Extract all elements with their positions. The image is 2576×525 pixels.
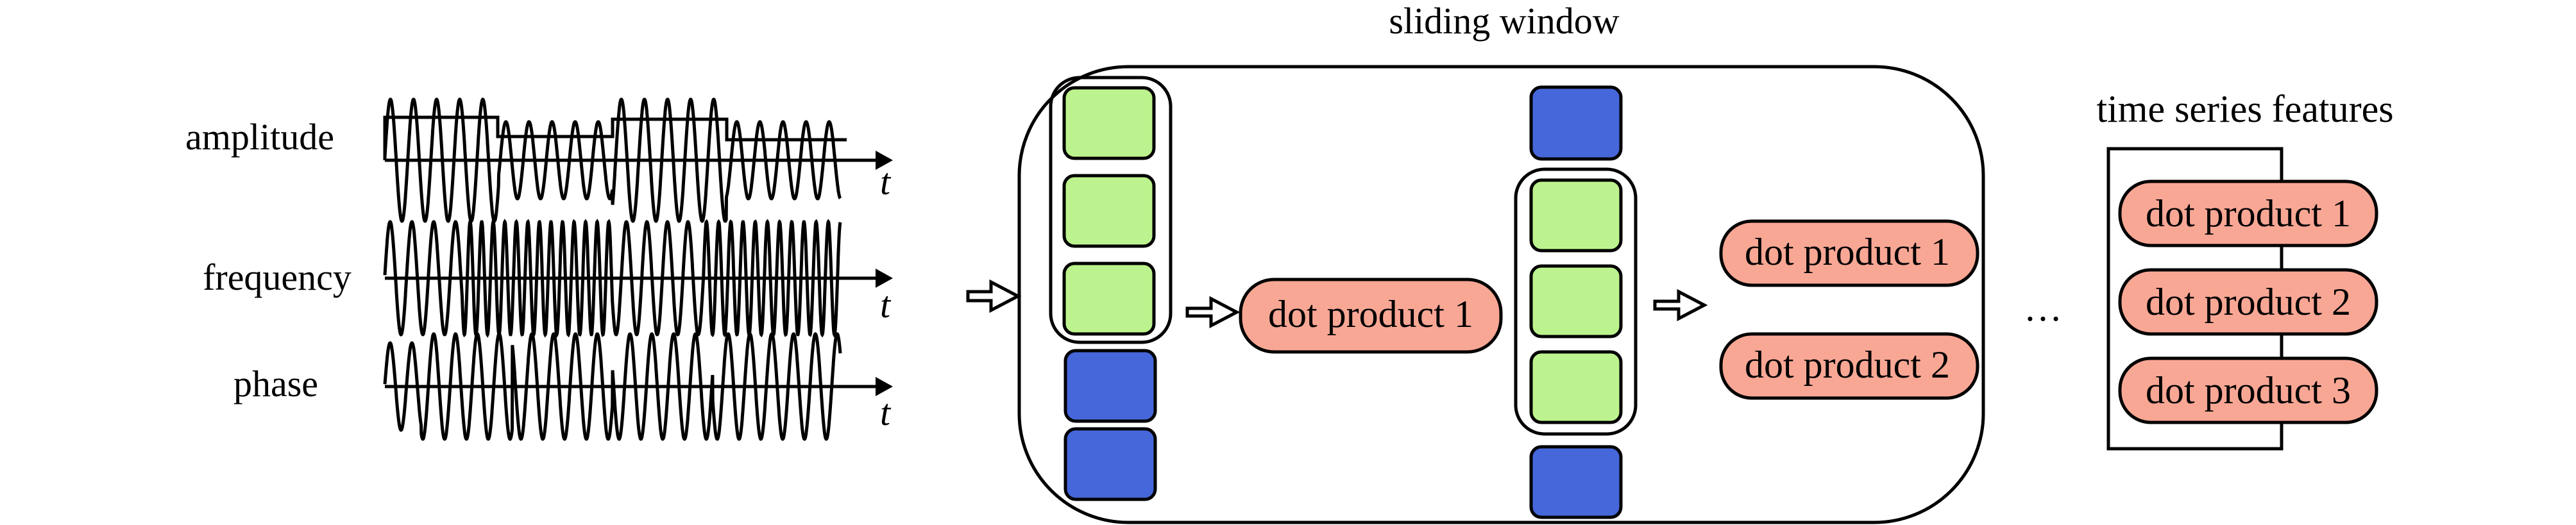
feature-item: dot product 1	[2118, 179, 2378, 247]
feature-label: dot product 3	[2146, 369, 2351, 412]
dot-product-step1: dot product 1	[1239, 278, 1503, 354]
step1-cells	[1062, 86, 1157, 501]
arrow-icon-input	[966, 279, 1022, 313]
dot-product-box	[2118, 268, 2378, 336]
feature-label: dot product 2	[2146, 281, 2351, 323]
axis-label-t-frequency: t	[880, 284, 892, 326]
window-cell	[1529, 178, 1623, 253]
input-cell	[1063, 427, 1157, 501]
window-highlight-step1	[1049, 76, 1173, 344]
dot-product-box	[2118, 179, 2378, 247]
sliding-window-frame	[1017, 65, 1985, 524]
input-cell	[1529, 85, 1623, 161]
amplitude-axis-arrow-icon	[876, 151, 893, 170]
amplitude-waveform	[383, 97, 842, 223]
feature-items: dot product 1 dot product 2 dot product 3	[2118, 179, 2378, 424]
window-cell	[1062, 174, 1156, 248]
waveforms	[383, 97, 893, 441]
step2-cells	[1529, 85, 1623, 519]
dot-product-step2-2: dot product 2	[1719, 332, 1979, 400]
arrow-icon-step2	[1653, 288, 1708, 322]
feature-label: dot product 1	[2146, 192, 2351, 235]
feature-item: dot product 3	[2118, 356, 2378, 424]
dot-product-box	[1719, 332, 1979, 400]
sliding-window-title: sliding window	[1389, 0, 1619, 42]
frequency-axis-arrow-icon	[876, 269, 893, 288]
axis-label-t-phase: t	[880, 392, 892, 433]
features-title: time series features	[2096, 88, 2393, 130]
ellipsis: …	[2024, 287, 2062, 329]
label-phase: phase	[233, 363, 318, 404]
phase-axis-arrow-icon	[876, 377, 893, 396]
arrow-icon-step1	[1185, 296, 1241, 329]
label-frequency: frequency	[203, 256, 352, 298]
axis-label-t-amplitude: t	[880, 161, 892, 203]
dot-product-box	[1239, 278, 1503, 354]
dot-product-label: dot product 1	[1745, 231, 1950, 273]
dot-product-label: dot product 1	[1268, 293, 1473, 335]
amplitude-envelope	[383, 115, 847, 160]
dot-product-step2-1: dot product 1	[1719, 219, 1979, 287]
dot-product-label: dot product 2	[1745, 344, 1950, 386]
input-cell	[1529, 445, 1623, 519]
input-cell	[1063, 349, 1157, 423]
window-cell	[1529, 350, 1623, 424]
frequency-waveform	[383, 219, 842, 338]
window-cell	[1529, 264, 1623, 338]
phase-waveform	[383, 332, 842, 441]
feature-item: dot product 2	[2118, 268, 2378, 336]
window-cell	[1062, 262, 1156, 336]
window-highlight-step2	[1514, 167, 1638, 436]
label-amplitude: amplitude	[185, 116, 334, 158]
window-cell	[1062, 86, 1156, 160]
dot-product-box	[2118, 356, 2378, 424]
dot-product-box	[1719, 219, 1979, 287]
